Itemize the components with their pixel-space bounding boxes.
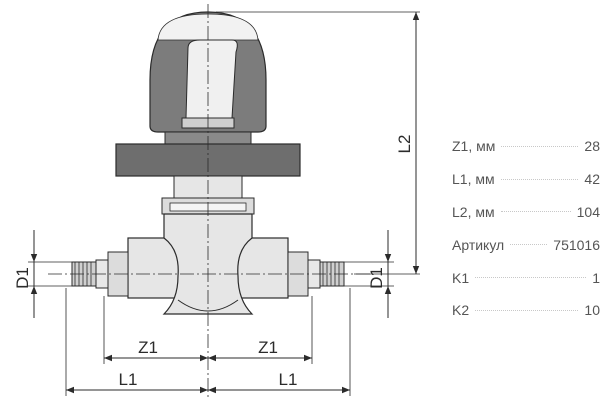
spec-row-k2: K2 10 bbox=[452, 294, 600, 327]
spec-row-z1: Z1, мм 28 bbox=[452, 130, 600, 163]
dimension-lines bbox=[30, 12, 420, 394]
dotted-leader bbox=[475, 277, 587, 279]
center-lines bbox=[48, 4, 372, 400]
spec-label: L2, мм bbox=[452, 203, 499, 220]
dimension-label-d1-right: D1 bbox=[367, 267, 386, 289]
spec-label: K1 bbox=[452, 269, 474, 286]
spec-value: 104 bbox=[572, 203, 600, 220]
spec-row-k1: K1 1 bbox=[452, 261, 600, 294]
spec-value: 751016 bbox=[549, 236, 600, 253]
extension-lines bbox=[28, 11, 420, 396]
dimension-label-z1-right: Z1 bbox=[258, 338, 278, 357]
dotted-leader bbox=[500, 211, 571, 213]
spec-value: 28 bbox=[580, 138, 600, 155]
spec-row-article: Артикул 751016 bbox=[452, 228, 600, 261]
spec-row-l2: L2, мм 104 bbox=[452, 196, 600, 229]
dotted-leader bbox=[475, 309, 579, 311]
spec-value: 10 bbox=[580, 302, 600, 319]
dotted-leader bbox=[500, 178, 579, 180]
dimension-label-l1-left: L1 bbox=[119, 370, 138, 389]
dimension-label-l2: L2 bbox=[395, 135, 414, 154]
dotted-leader bbox=[510, 244, 548, 246]
spec-row-l1: L1, мм 42 bbox=[452, 163, 600, 196]
spec-value: 42 bbox=[580, 171, 600, 188]
dimension-label-z1-left: Z1 bbox=[138, 338, 158, 357]
spec-value: 1 bbox=[588, 269, 600, 286]
specifications-table: Z1, мм 28 L1, мм 42 L2, мм 104 Артикул 7… bbox=[452, 130, 600, 327]
spec-label: L1, мм bbox=[452, 171, 499, 188]
spec-label: K2 bbox=[452, 302, 474, 319]
dimension-label-d1-left: D1 bbox=[13, 267, 32, 289]
spec-label: Z1, мм bbox=[452, 138, 500, 155]
dotted-leader bbox=[501, 145, 579, 147]
spec-label: Артикул bbox=[452, 236, 509, 253]
dimension-label-l1-right: L1 bbox=[279, 370, 298, 389]
